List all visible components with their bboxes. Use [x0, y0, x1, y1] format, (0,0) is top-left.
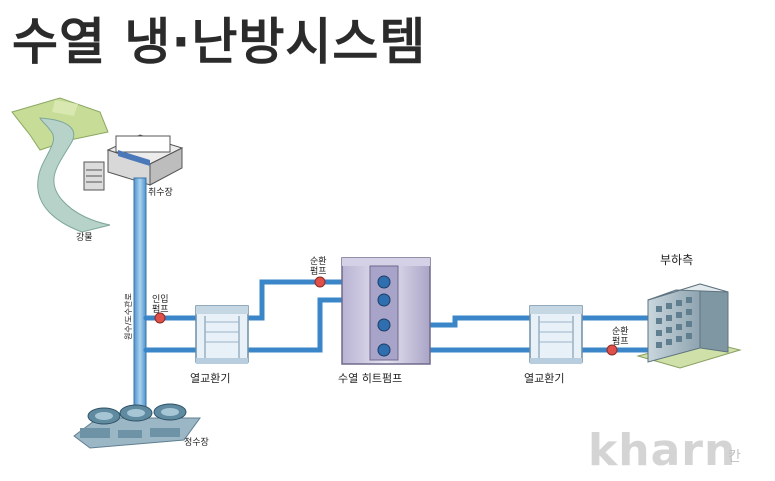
raw-water-conduit: [133, 177, 147, 419]
inlet-pump-label-line1: 인입: [152, 293, 169, 305]
inlet-pump-icon: [154, 312, 166, 324]
circ-pump-top-label-line1: 순환: [310, 255, 327, 267]
load-side-label: 부하측: [660, 253, 693, 267]
watermark-sub: 칸: [728, 449, 741, 465]
circulation-pump-right-icon: [606, 344, 618, 356]
river-label: 강물: [76, 232, 93, 243]
water-source-heat-pump: [341, 257, 431, 365]
intake-station-building: [83, 134, 184, 191]
intake-station-label: 취수장: [148, 187, 173, 198]
page-title: 수열 냉·난방시스템: [12, 13, 427, 71]
heat-exchanger-left: [195, 305, 249, 364]
circ-pump-right-label-line1: 순환: [612, 325, 629, 337]
conduit-label: 원수/도수관로: [123, 293, 133, 340]
circulation-pump-top-icon: [314, 276, 326, 288]
watermark-logo: kharn: [588, 425, 737, 476]
purification-plant-label: 정수장: [184, 437, 209, 448]
heat-exchanger-right-label: 열교환기: [524, 372, 564, 385]
heat-exchanger-left-label: 열교환기: [190, 372, 230, 385]
river-landscape: [11, 97, 111, 233]
heat-exchanger-right: [529, 305, 583, 364]
purification-plant: [73, 403, 201, 449]
load-side-building: [636, 283, 742, 369]
circ-pump-top-label-line2: 펌프: [310, 265, 327, 277]
heat-pump-label: 수열 히트펌프: [338, 371, 402, 385]
circ-pump-right-label-line2: 펌프: [612, 335, 629, 347]
inlet-pump-label-line2: 펌프: [152, 303, 169, 315]
